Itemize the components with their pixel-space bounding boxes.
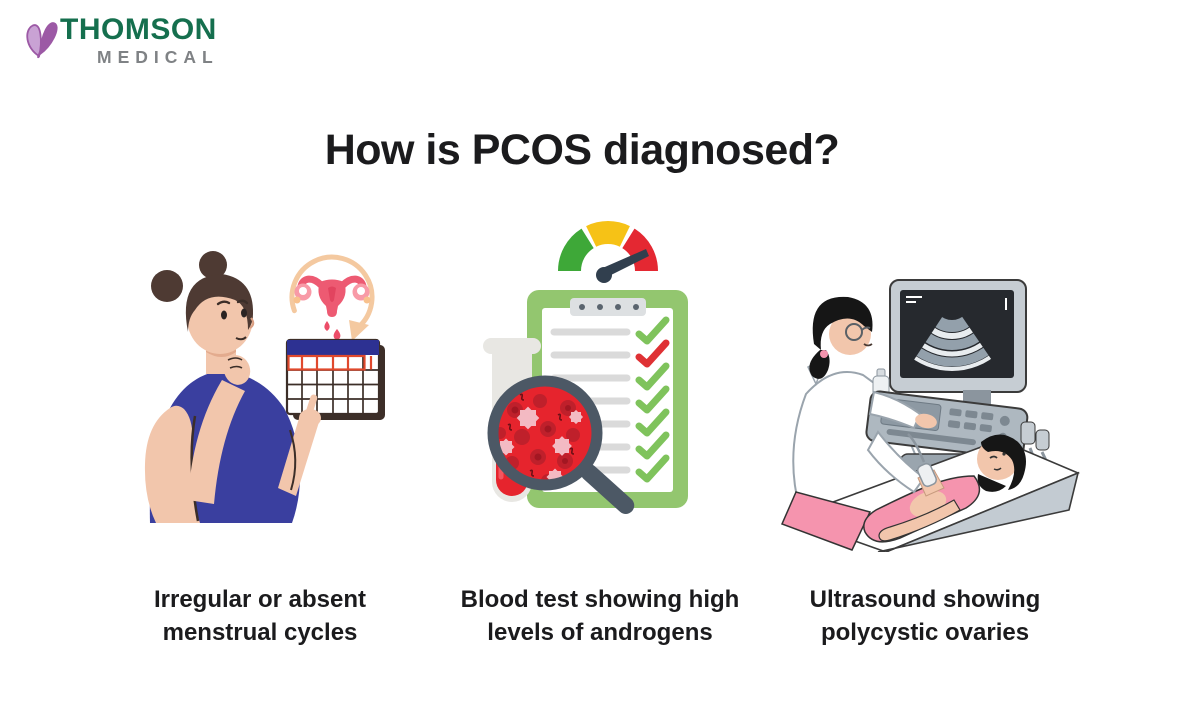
check-green-icon [635,316,670,345]
blood-drop-icon [333,329,341,341]
brand-wordmark: THOMSON MEDICAL [60,14,219,68]
check-green-icon [635,385,670,414]
brand-subname: MEDICAL [97,46,219,67]
caption-irregular-cycles: Irregular or absent menstrual cycles [153,586,367,646]
caption-blood-test: Blood test showing high levels of androg… [460,586,740,646]
calendar-marked-week [287,354,373,371]
check-green-icon [635,362,670,391]
menstrual-cycle-icon [289,254,375,341]
page-title: How is PCOS diagnosed? [324,126,840,174]
ultrasound-probe-icon [916,462,938,488]
illustration-irregular-cycles [144,251,385,523]
butterfly-icon [26,22,58,59]
check-red-icon [635,339,670,368]
check-green-icon [635,431,670,460]
illustration-ultrasound [780,279,1081,552]
calendar-icon [285,338,385,420]
brand-name: THOMSON [60,13,217,46]
caption-ultrasound: Ultrasound showing polycystic ovaries [809,586,1041,646]
magnifier-blood-cells-icon [487,375,635,514]
doctor-hand-on-panel [868,390,937,430]
check-green-icon [635,408,670,437]
illustration-blood-test [483,221,688,514]
ultrasound-machine-icon [865,279,1051,518]
check-green-icon [635,454,670,483]
blood-cells [494,393,584,485]
gauge-icon [558,221,658,283]
thinking-woman-figure [144,251,321,523]
blood-drop-icon [324,321,330,331]
doctor-hand-with-probe [866,430,945,497]
thomson-medical-logo: THOMSON MEDICAL [22,14,219,68]
ultrasound-fan-image [906,302,1000,371]
patient-figure [780,434,1026,551]
